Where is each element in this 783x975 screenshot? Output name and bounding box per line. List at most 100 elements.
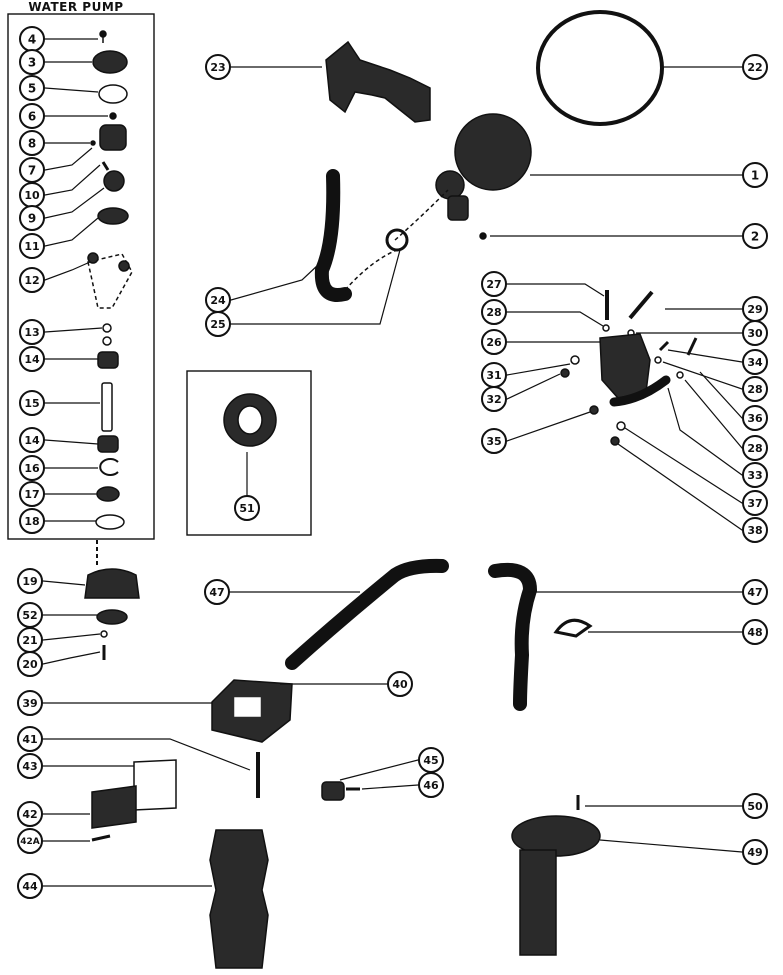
callout-label-29-40: 29 bbox=[747, 303, 762, 316]
leader-38-48 bbox=[617, 443, 755, 531]
callout-label-49-56: 49 bbox=[747, 846, 762, 859]
callout-circle-51-30 bbox=[234, 495, 260, 521]
callout-label-48-51: 48 bbox=[747, 626, 762, 639]
callout-label-23-27: 23 bbox=[210, 61, 225, 74]
gasket-5 bbox=[98, 84, 128, 104]
callout-label-33-46: 33 bbox=[747, 469, 762, 482]
part-31 bbox=[570, 355, 580, 365]
callout-label-6-3: 6 bbox=[28, 109, 36, 123]
callout-label-25-29: 25 bbox=[210, 318, 225, 331]
water-pump-kit-frame bbox=[7, 13, 155, 540]
callout-label-30-41: 30 bbox=[747, 327, 763, 340]
callout-label-42A-25: 42A bbox=[20, 837, 40, 847]
callout-circle-28-35 bbox=[481, 299, 507, 325]
callout-label-18-16: 18 bbox=[24, 515, 39, 528]
callout-circle-36-44 bbox=[742, 405, 768, 431]
callout-label-45-53: 45 bbox=[423, 754, 438, 767]
clamp-48 bbox=[553, 618, 593, 638]
clamp-25 bbox=[385, 228, 409, 252]
callout-circle-38-48 bbox=[742, 517, 768, 543]
pump-body-1 bbox=[454, 113, 532, 191]
callout-circle-3-1 bbox=[19, 49, 45, 75]
belt-22 bbox=[536, 10, 664, 126]
screw-2 bbox=[479, 232, 487, 240]
callout-label-3-1: 3 bbox=[28, 55, 36, 69]
callout-label-12-9: 12 bbox=[24, 274, 39, 287]
callout-circle-17-15 bbox=[19, 481, 45, 507]
leader-27-34 bbox=[494, 283, 605, 297]
fitting-45 bbox=[321, 781, 345, 801]
washer-17 bbox=[96, 486, 120, 502]
hose-24 bbox=[314, 169, 352, 302]
callout-label-28-35: 28 bbox=[486, 306, 501, 319]
callout-circle-40-52 bbox=[387, 671, 413, 697]
screw-34 bbox=[658, 340, 670, 352]
callout-label-38-48: 38 bbox=[747, 524, 762, 537]
washer-28a bbox=[602, 324, 610, 332]
callout-label-43-23: 43 bbox=[22, 760, 37, 773]
housing-39-port bbox=[234, 697, 261, 717]
callout-labels: 4356871091112131415141617181952212039414… bbox=[17, 26, 768, 899]
callout-circle-47-50 bbox=[742, 579, 768, 605]
shaft-15 bbox=[101, 382, 113, 432]
housing-12 bbox=[87, 253, 133, 309]
callout-circle-20-20 bbox=[17, 651, 43, 677]
callout-label-26-36: 26 bbox=[486, 336, 502, 349]
callout-label-46-54: 46 bbox=[423, 779, 439, 792]
callout-label-27-34: 27 bbox=[486, 278, 501, 291]
callout-label-16-14: 16 bbox=[24, 462, 40, 475]
callout-label-50-55: 50 bbox=[747, 800, 763, 813]
callout-label-44-26: 44 bbox=[22, 880, 38, 893]
callout-circle-41-22 bbox=[17, 726, 43, 752]
hose-47-right bbox=[488, 562, 538, 711]
callout-label-21-19: 21 bbox=[22, 634, 37, 647]
callout-circle-27-34 bbox=[481, 271, 507, 297]
adaptor-26 bbox=[599, 333, 651, 399]
callout-circle-37-47 bbox=[742, 490, 768, 516]
callout-circle-39-21 bbox=[17, 690, 43, 716]
gasket-43 bbox=[133, 759, 177, 811]
callout-circle-11-8 bbox=[19, 233, 45, 259]
callout-circle-15-12 bbox=[19, 390, 45, 416]
pulley-51-bore bbox=[237, 405, 263, 435]
callout-circle-50-55 bbox=[742, 793, 768, 819]
leader-33-46 bbox=[667, 387, 755, 476]
snap-ring-16 bbox=[99, 458, 119, 476]
callout-circle-47-49 bbox=[204, 579, 230, 605]
callout-label-20-20: 20 bbox=[22, 658, 38, 671]
callout-label-4-0: 4 bbox=[28, 32, 36, 46]
impeller-8 bbox=[99, 124, 127, 151]
callout-circle-9-7 bbox=[19, 205, 45, 231]
callout-circle-13-10 bbox=[19, 319, 45, 345]
bracket-23 bbox=[325, 40, 431, 123]
callout-label-15-12: 15 bbox=[24, 397, 39, 410]
hose-33 bbox=[609, 375, 671, 407]
housing-12-boss-b bbox=[118, 260, 130, 272]
callout-circle-2-33 bbox=[742, 223, 768, 249]
pump-cover-3 bbox=[92, 50, 128, 74]
callout-label-14-11: 14 bbox=[24, 353, 40, 366]
inset-frame bbox=[186, 370, 312, 536]
nut-32 bbox=[560, 368, 570, 378]
ring-13a bbox=[102, 323, 112, 333]
callout-label-51-30: 51 bbox=[239, 502, 254, 515]
bolt-29 bbox=[628, 290, 654, 320]
callout-label-40-52: 40 bbox=[392, 678, 408, 691]
washer-28b bbox=[654, 356, 662, 364]
callout-circle-44-26 bbox=[17, 873, 43, 899]
callout-label-5-2: 5 bbox=[28, 81, 36, 95]
callout-circle-33-46 bbox=[742, 462, 768, 488]
callout-circle-42-24 bbox=[17, 801, 43, 827]
dashed-link-a bbox=[394, 189, 449, 241]
callout-circle-32-38 bbox=[481, 386, 507, 412]
callout-label-47-49: 47 bbox=[209, 586, 224, 599]
callout-label-31-37: 31 bbox=[486, 369, 501, 382]
plate-42 bbox=[91, 785, 137, 829]
callout-circle-23-27 bbox=[205, 54, 231, 80]
leader-37-47 bbox=[624, 427, 755, 504]
callout-label-24-28: 24 bbox=[210, 294, 226, 307]
callout-circle-48-51 bbox=[742, 619, 768, 645]
leader-28-35 bbox=[494, 311, 604, 327]
callout-circle-8-4 bbox=[19, 130, 45, 156]
housing-12-boss-a bbox=[87, 252, 99, 264]
